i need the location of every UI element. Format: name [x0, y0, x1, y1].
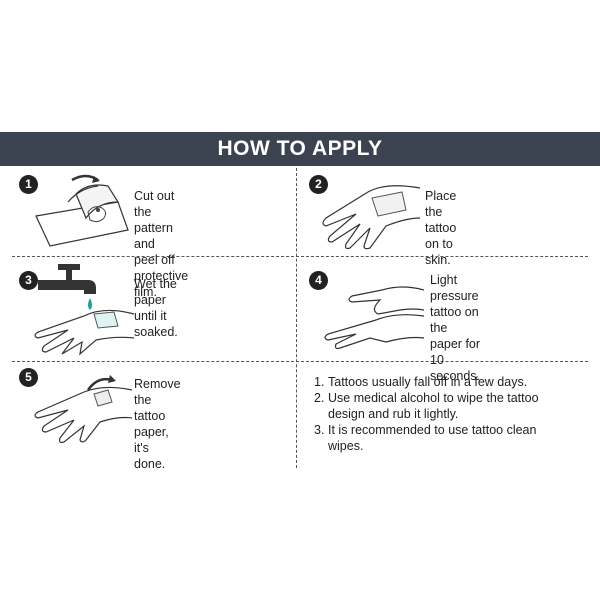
step-text-line: Remove the tattoo paper, — [134, 377, 181, 439]
step-text-line: the paper for 10 seconds. — [430, 321, 481, 383]
step-text-line: peel off protective film. — [134, 253, 189, 299]
note-line: Tattoos usually fall off in a few days. — [328, 375, 528, 389]
step-number: 1 — [19, 175, 38, 194]
page-title: HOW TO APPLY — [217, 137, 383, 160]
step-text-line: it's done. — [134, 441, 166, 471]
note-number: 1. — [314, 375, 325, 389]
note-line: design and rub it lightly. — [328, 407, 459, 421]
vertical-divider — [296, 168, 297, 468]
note-line: It is recommended to use tattoo clean — [328, 423, 537, 437]
note-number: 2. — [314, 391, 325, 405]
note-item: 3. It is recommended to use tattoo clean… — [314, 422, 584, 454]
notes-list: 1. Tattoos usually fall off in a few day… — [314, 374, 584, 454]
step-text-line: Wet the paper until it — [134, 277, 177, 323]
note-item: 1. Tattoos usually fall off in a few day… — [314, 374, 584, 390]
note-item: 2. Use medical alcohol to wipe the tatto… — [314, 390, 584, 422]
faucet-hand-illustration — [34, 264, 134, 356]
step-number: 2 — [309, 175, 328, 194]
hand-place-illustration — [322, 185, 421, 250]
step-number: 5 — [19, 368, 38, 387]
title-banner: HOW TO APPLY — [0, 132, 600, 166]
row-divider-1 — [12, 256, 588, 257]
row-divider-2 — [12, 361, 588, 362]
hands-press-illustration — [324, 286, 424, 350]
step-number: 4 — [309, 271, 328, 290]
step-text-line: soaked. — [134, 325, 178, 339]
note-line: Use medical alcohol to wipe the tattoo — [328, 391, 539, 405]
step-text-line: Cut out the pattern and — [134, 189, 175, 251]
film-peel-illustration — [35, 174, 129, 247]
hand-remove-illustration — [34, 375, 132, 444]
note-number: 3. — [314, 423, 325, 437]
step-number: 3 — [19, 271, 38, 290]
note-line: wipes. — [328, 439, 364, 453]
step-text-line: Light pressure tattoo on — [430, 273, 479, 319]
step-text-line: Place the tattoo on to skin. — [425, 189, 457, 267]
